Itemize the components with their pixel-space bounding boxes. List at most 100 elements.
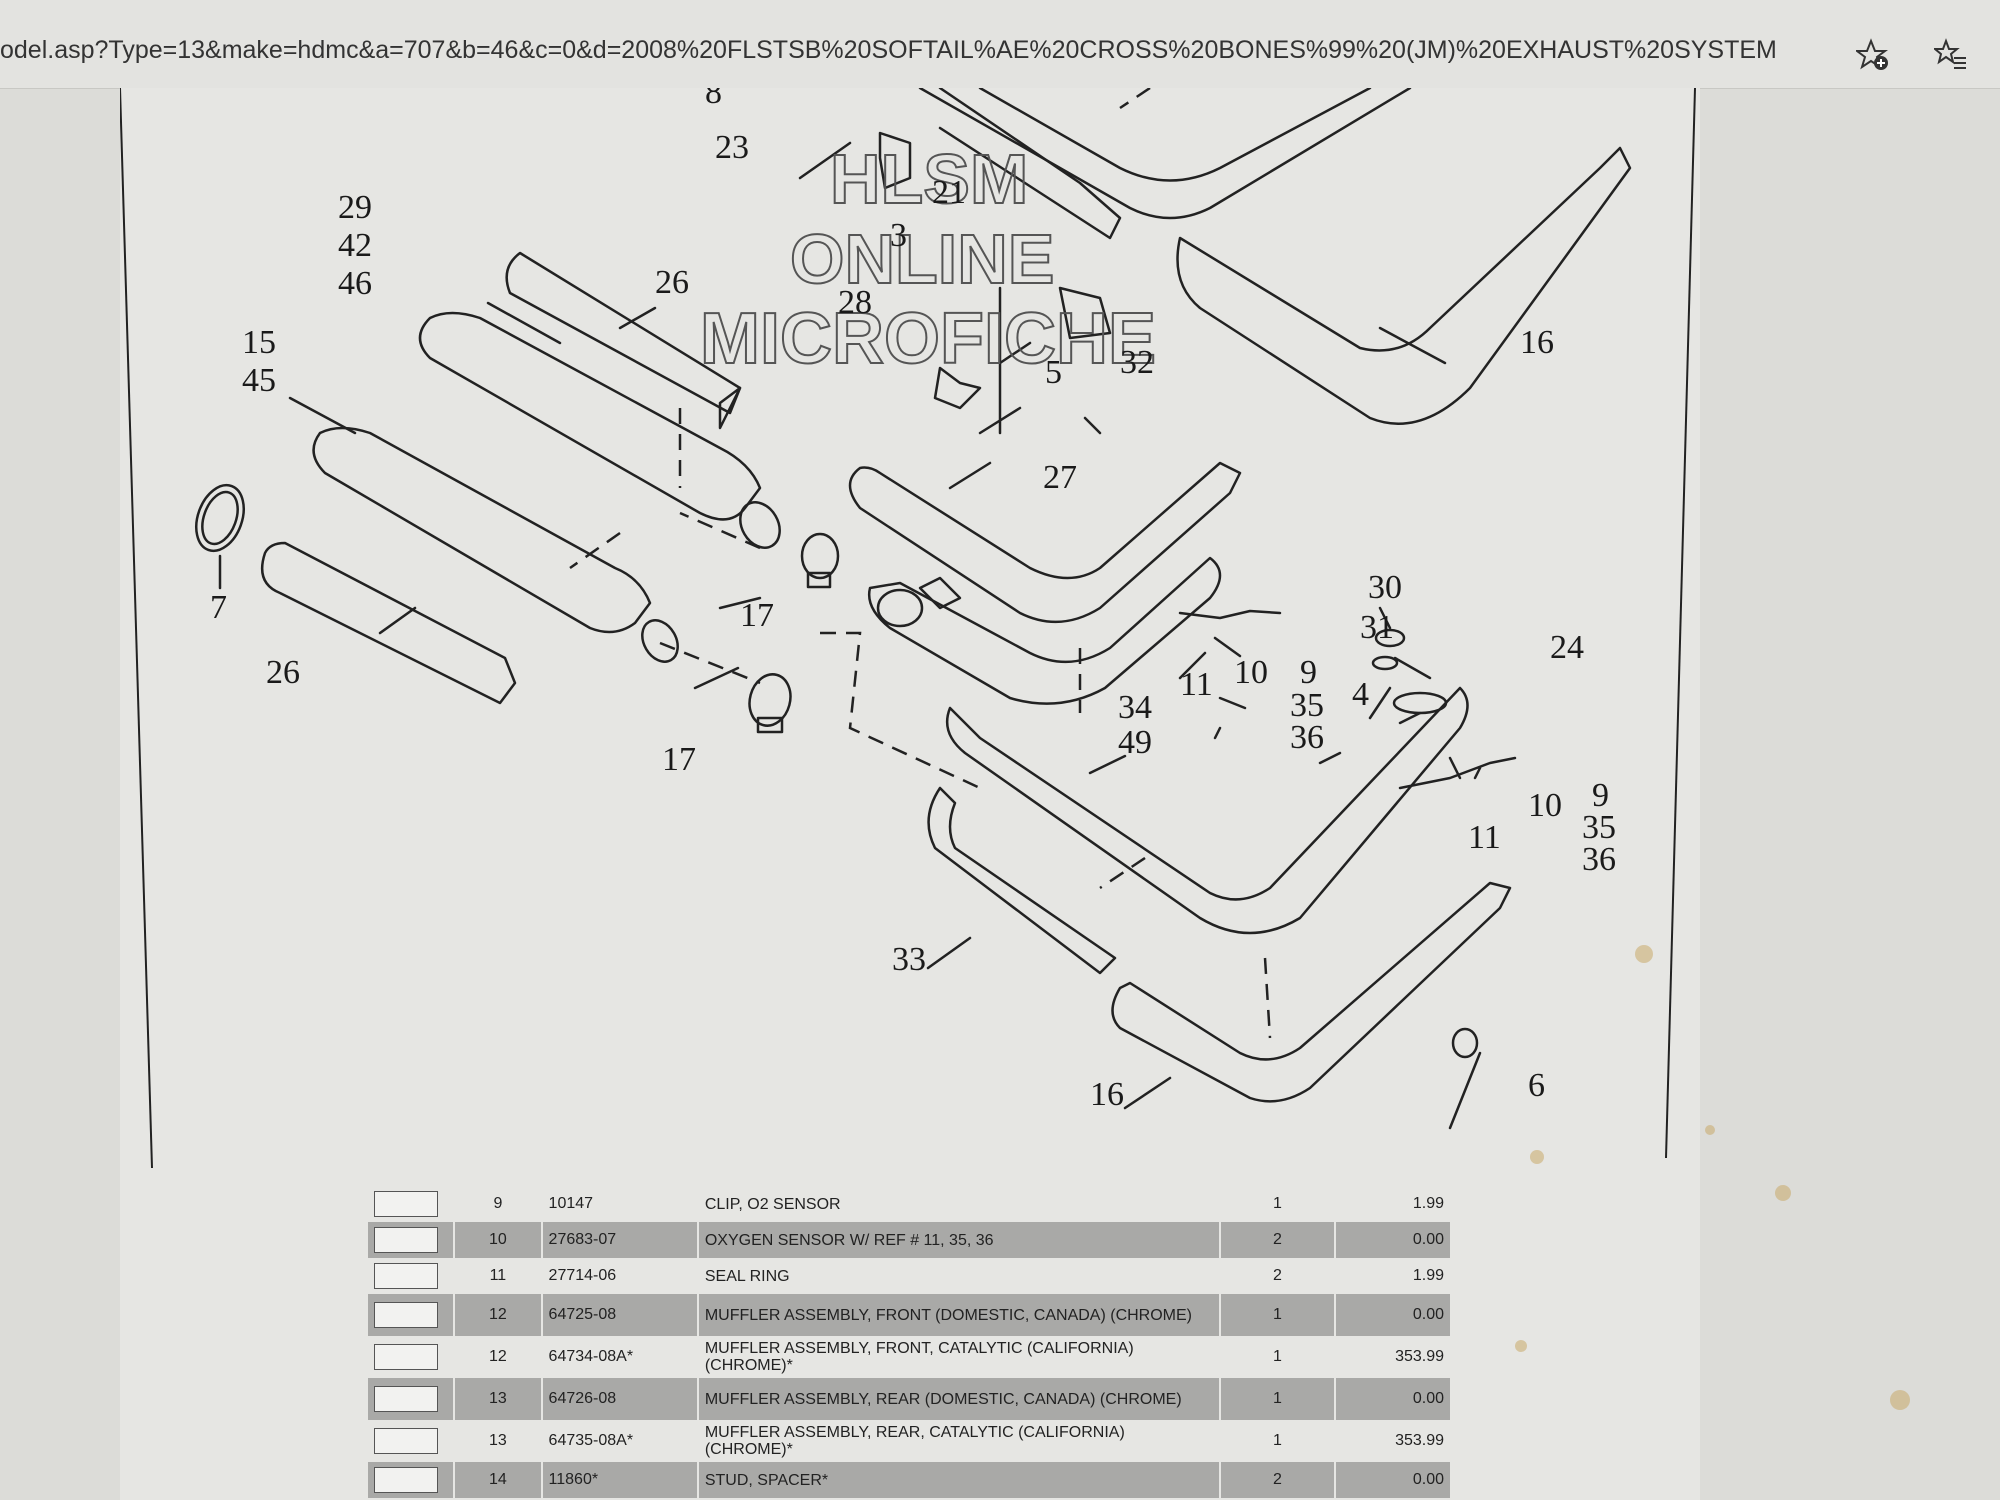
- description-cell: SEAL RING: [697, 1258, 1221, 1294]
- callout-36-upper: 36: [1290, 719, 1324, 756]
- callout-8: 8: [705, 88, 722, 111]
- parts-page: HLSM ONLINE MICROFICHE 8 23 21 3 28 32 5…: [120, 88, 1700, 1500]
- select-checkbox[interactable]: [374, 1344, 438, 1370]
- callout-45: 45: [242, 362, 276, 399]
- screen-stain: [1705, 1125, 1715, 1135]
- callout-31: 31: [1360, 609, 1394, 646]
- callout-4: 4: [1352, 676, 1369, 713]
- price-cell: 1.99: [1335, 1258, 1452, 1294]
- callout-9-lower: 9: [1592, 777, 1609, 814]
- select-checkbox[interactable]: [374, 1263, 438, 1289]
- callout-9-upper: 9: [1300, 654, 1317, 691]
- callout-7: 7: [210, 589, 227, 626]
- ref-number-cell: 12: [454, 1294, 543, 1336]
- callout-46: 46: [338, 265, 372, 302]
- select-cell: [368, 1378, 456, 1420]
- favorites-list-icon[interactable]: [1934, 38, 1968, 72]
- callout-11-upper: 11: [1180, 666, 1213, 703]
- price-cell: 0.00: [1335, 1222, 1452, 1258]
- ref-number-cell: 10: [454, 1222, 543, 1258]
- quantity-cell: 2: [1219, 1462, 1337, 1498]
- watermark-line3: MICROFICHE: [700, 299, 1156, 379]
- exhaust-system-diagram: HLSM ONLINE MICROFICHE 8 23 21 3 28 32 5…: [120, 88, 1696, 1169]
- callout-23: 23: [715, 129, 749, 166]
- part-number-cell: 64734-08A*: [541, 1336, 699, 1378]
- select-checkbox[interactable]: [374, 1467, 438, 1493]
- description-cell: MUFFLER ASSEMBLY, REAR, CATALYTIC (CALIF…: [697, 1420, 1221, 1462]
- screen-stain: [1775, 1185, 1791, 1201]
- callout-16-upper: 16: [1520, 324, 1554, 361]
- callout-26-upper: 26: [655, 264, 689, 301]
- quantity-cell: 1: [1219, 1378, 1337, 1420]
- select-cell: [368, 1336, 456, 1378]
- description-cell: STUD, SPACER*: [697, 1462, 1221, 1498]
- callout-35-upper: 35: [1290, 687, 1324, 724]
- address-bar[interactable]: odel.asp?Type=13&make=hdmc&a=707&b=46&c=…: [0, 0, 2000, 89]
- callout-34: 34: [1118, 689, 1152, 726]
- callout-5: 5: [1045, 354, 1062, 391]
- part-number-cell: 64735-08A*: [541, 1420, 699, 1462]
- select-checkbox[interactable]: [374, 1428, 438, 1454]
- callout-32: 32: [1120, 344, 1154, 381]
- callout-6: 6: [1528, 1067, 1545, 1104]
- callout-42: 42: [338, 227, 372, 264]
- price-cell: 0.00: [1335, 1294, 1452, 1336]
- select-checkbox[interactable]: [374, 1302, 438, 1328]
- quantity-cell: 1: [1219, 1336, 1337, 1378]
- callout-3: 3: [890, 217, 907, 254]
- select-checkbox[interactable]: [374, 1227, 438, 1253]
- price-cell: 1.99: [1335, 1186, 1452, 1222]
- select-cell: [368, 1222, 456, 1258]
- part-number-cell: 27714-06: [541, 1258, 699, 1294]
- watermark-line1: HLSM: [830, 140, 1028, 218]
- callout-15: 15: [242, 324, 276, 361]
- screen-stain: [1890, 1390, 1910, 1410]
- select-checkbox[interactable]: [374, 1191, 438, 1217]
- callout-28: 28: [838, 284, 872, 321]
- callout-10-lower: 10: [1528, 787, 1562, 824]
- description-cell: OXYGEN SENSOR W/ REF # 11, 35, 36: [697, 1222, 1221, 1258]
- quantity-cell: 2: [1219, 1258, 1337, 1294]
- select-cell: [368, 1258, 456, 1294]
- callout-49: 49: [1118, 724, 1152, 761]
- part-number-cell: 64725-08: [541, 1294, 699, 1336]
- ref-number-cell: 12: [454, 1336, 543, 1378]
- screen-stain: [1530, 1150, 1544, 1164]
- quantity-cell: 1: [1219, 1420, 1337, 1462]
- callout-24: 24: [1550, 629, 1584, 666]
- quantity-cell: 1: [1219, 1294, 1337, 1336]
- favorite-add-icon[interactable]: [1856, 38, 1890, 72]
- callout-17-upper: 17: [740, 597, 774, 634]
- callout-27: 27: [1043, 459, 1077, 496]
- ref-number-cell: 13: [454, 1378, 543, 1420]
- price-cell: 0.00: [1335, 1378, 1452, 1420]
- part-number-cell: 64726-08: [541, 1378, 699, 1420]
- url-text[interactable]: odel.asp?Type=13&make=hdmc&a=707&b=46&c=…: [0, 36, 1777, 64]
- callout-35-lower: 35: [1582, 809, 1616, 846]
- description-cell: MUFFLER ASSEMBLY, REAR (DOMESTIC, CANADA…: [697, 1378, 1221, 1420]
- ref-number-cell: 14: [454, 1462, 543, 1498]
- callout-29: 29: [338, 189, 372, 226]
- watermark: HLSM ONLINE MICROFICHE: [699, 139, 1157, 380]
- price-cell: 0.00: [1335, 1462, 1452, 1498]
- description-cell: MUFFLER ASSEMBLY, FRONT (DOMESTIC, CANAD…: [697, 1294, 1221, 1336]
- quantity-cell: 2: [1219, 1222, 1337, 1258]
- callout-11-lower: 11: [1468, 819, 1501, 856]
- part-number-cell: 10147: [541, 1186, 699, 1222]
- ref-number-cell: 9: [454, 1186, 543, 1222]
- callout-16-lower: 16: [1090, 1076, 1124, 1113]
- watermark-line2: ONLINE: [790, 220, 1054, 298]
- callout-21: 21: [932, 174, 966, 211]
- select-checkbox[interactable]: [374, 1386, 438, 1412]
- select-cell: [368, 1420, 456, 1462]
- part-number-cell: 11860*: [541, 1462, 699, 1498]
- callout-30: 30: [1368, 569, 1402, 606]
- ref-number-cell: 11: [454, 1258, 543, 1294]
